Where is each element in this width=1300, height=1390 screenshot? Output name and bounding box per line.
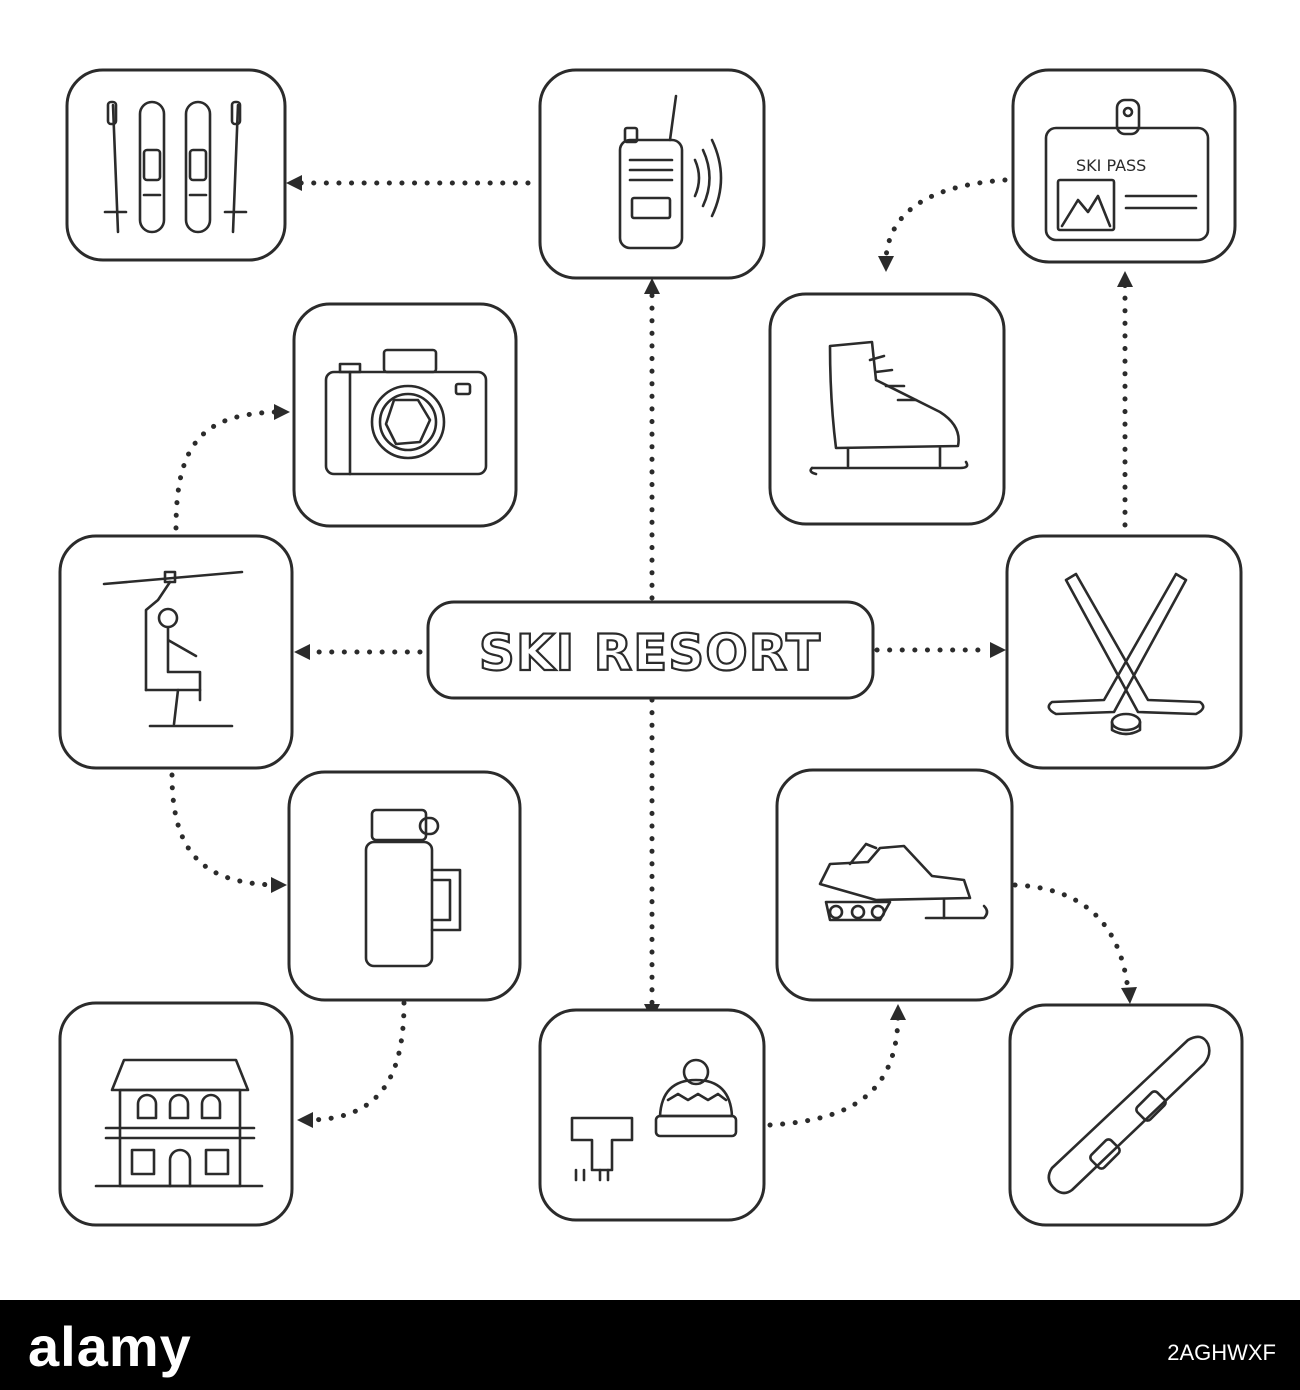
brand-logo: alamy xyxy=(28,1314,192,1379)
node-skipass: SKI PASS xyxy=(1011,68,1237,264)
node-lift xyxy=(58,534,294,770)
node-thermos xyxy=(287,770,522,1002)
snowboard-icon xyxy=(1047,1035,1211,1195)
central-topic: SKI RESORT xyxy=(426,600,875,700)
node-snowboard xyxy=(1008,1003,1244,1227)
snowmobile-icon xyxy=(818,842,989,922)
stock-id: 2AGHWXF xyxy=(1167,1340,1276,1365)
ski-pass-label: SKI PASS xyxy=(1076,156,1146,175)
brand-name: alamy xyxy=(28,1315,192,1378)
link-skipass-skate xyxy=(883,177,1008,261)
chairlift-icon xyxy=(102,570,244,728)
node-skate xyxy=(768,292,1006,526)
ski-pass-icon xyxy=(1044,98,1210,242)
stock-footer: alamy 2AGHWXF xyxy=(0,1300,1300,1390)
walkie-talkie-icon xyxy=(618,94,723,250)
connectors xyxy=(169,175,1137,1128)
ice-skate-icon xyxy=(809,340,969,476)
node-scarfhat xyxy=(538,1008,766,1222)
link-scarfhat-snowmobile xyxy=(767,1015,901,1128)
link-snowmobile-snowboard xyxy=(1012,882,1131,993)
skis-and-poles-icon xyxy=(103,100,248,234)
mind-map: SKI PASS xyxy=(58,68,1244,1227)
node-hotel xyxy=(58,1001,294,1227)
hotel-icon xyxy=(94,1058,264,1188)
hockey-sticks-icon xyxy=(1047,572,1205,736)
link-lift-camera xyxy=(173,409,278,531)
central-topic-title: SKI RESORT xyxy=(479,624,821,682)
node-walkie xyxy=(538,68,766,280)
camera-icon xyxy=(324,348,488,476)
node-camera xyxy=(292,302,518,528)
link-thermos-hotel xyxy=(309,1000,407,1123)
node-hockey xyxy=(1005,534,1243,770)
scarf-and-hat-icon xyxy=(570,1058,738,1182)
node-snowmobile xyxy=(775,768,1014,1002)
link-lift-thermos xyxy=(169,772,275,888)
node-skis xyxy=(65,68,287,262)
thermos-icon xyxy=(364,808,462,968)
